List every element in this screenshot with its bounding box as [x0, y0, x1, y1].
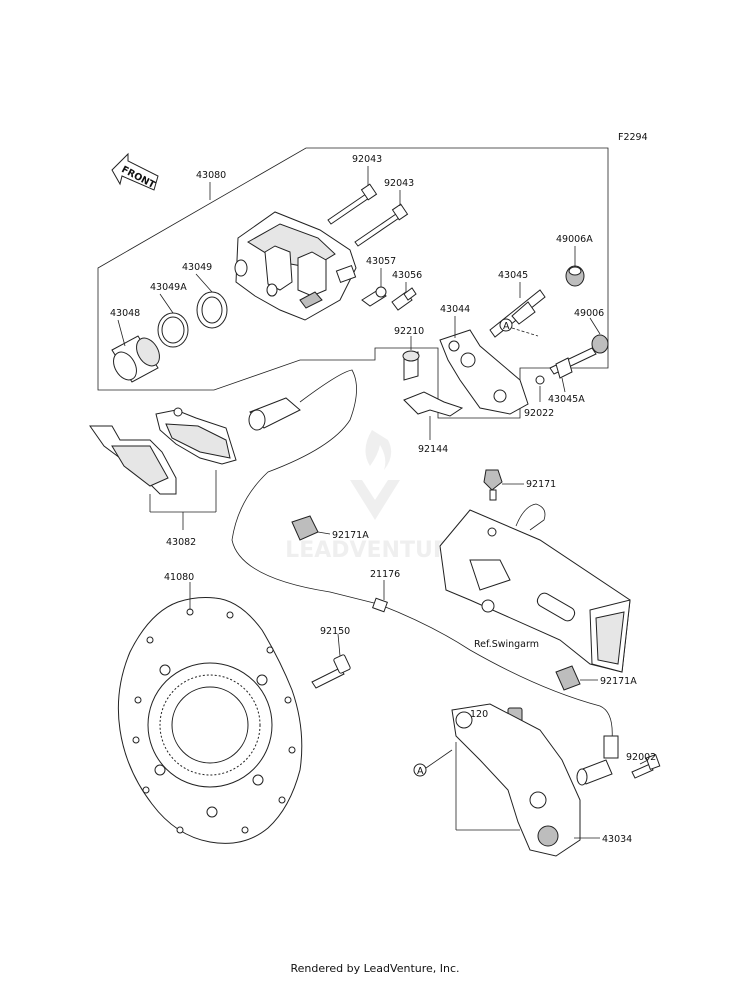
seal-43049a — [157, 312, 189, 348]
clamp-92171a-upper — [291, 515, 319, 541]
label-92043-upper: 92043 — [352, 154, 382, 165]
label-43049a: 43049A — [150, 282, 187, 293]
svg-text:A: A — [503, 321, 510, 332]
bleeder-valve-43056 — [391, 287, 417, 311]
caliper-body — [234, 211, 357, 321]
label-92171a-lower: 92171A — [600, 676, 637, 687]
label-43082: 43082 — [166, 537, 196, 548]
ref-swingarm-label: Ref.Swingarm — [474, 639, 539, 650]
label-43080: 43080 — [196, 170, 226, 181]
label-92043-lower: 92043 — [384, 178, 414, 189]
clip-92022 — [535, 375, 545, 385]
abs-sensor-21176 — [231, 369, 619, 759]
label-43044: 43044 — [440, 304, 470, 315]
label-21176: 21176 — [370, 569, 400, 580]
callout-a-lower: A — [413, 763, 427, 777]
footer-credit: Rendered by LeadVenture, Inc. — [290, 962, 460, 975]
bolt-92150 — [311, 654, 351, 689]
front-arrow: FRONT — [111, 152, 159, 191]
svg-text:A: A — [417, 766, 424, 777]
boot-49006 — [591, 334, 609, 354]
callout-a-upper: A — [499, 318, 513, 332]
bracket-43044 — [439, 329, 529, 415]
piston-43048 — [111, 335, 160, 383]
bleeder-cap-43057 — [361, 286, 387, 307]
label-92144: 92144 — [418, 444, 448, 455]
label-41080: 41080 — [164, 572, 194, 583]
label-92002: 92002 — [626, 752, 656, 763]
watermark-text: LEADVENTURE — [285, 538, 465, 563]
bolt-92043-upper — [327, 183, 378, 225]
label-49006a: 49006A — [556, 234, 593, 245]
label-43045: 43045 — [498, 270, 528, 281]
clamp-92171a-lower — [555, 665, 581, 691]
bolt-92043-lower — [354, 203, 409, 247]
spring-92144 — [403, 391, 464, 417]
label-43049: 43049 — [182, 262, 212, 273]
bolt-92002 — [631, 754, 661, 779]
caliper-kit-outline — [97, 147, 609, 419]
brake-disc-41080 — [117, 597, 303, 844]
label-92171: 92171 — [526, 479, 556, 490]
swingarm-reference — [439, 503, 631, 673]
pin-43045a — [549, 347, 597, 379]
bushing-92210 — [402, 350, 420, 381]
label-92150: 92150 — [320, 626, 350, 637]
label-43034: 43034 — [602, 834, 632, 845]
label-49006: 49006 — [574, 308, 604, 319]
label-43057: 43057 — [366, 256, 396, 267]
brake-pads-43082 — [89, 407, 237, 495]
watermark-logo: LEADVENTURE — [285, 430, 465, 563]
label-92171a-upper: 92171A — [332, 530, 369, 541]
label-120: 120 — [470, 709, 488, 720]
boot-49006a — [565, 265, 585, 287]
seal-43049 — [196, 291, 228, 329]
label-43045a: 43045A — [548, 394, 585, 405]
label-92210: 92210 — [394, 326, 424, 337]
label-92022: 92022 — [524, 408, 554, 419]
label-43048: 43048 — [110, 308, 140, 319]
clamp-92171 — [483, 469, 503, 501]
diagram-code: F2294 — [618, 132, 648, 143]
caliper-bracket-43034 — [451, 703, 613, 857]
label-43056: 43056 — [392, 270, 422, 281]
